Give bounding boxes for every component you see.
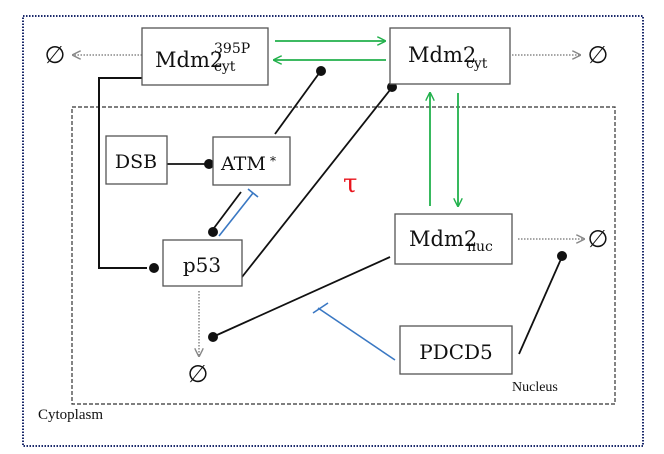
edge-pdcd5-to-mdm2nuc-degradation-head <box>557 251 567 261</box>
degradation-symbol-mdm2nuc: ∅ <box>588 225 609 253</box>
edge-atm-to-phosphorylation-head <box>316 66 326 76</box>
node-atm[interactable]: ATM * <box>212 136 291 186</box>
node-dsb-label: DSB <box>115 151 157 173</box>
node-pdcd5-box <box>399 325 513 375</box>
node-mdm2-nuc-box <box>394 213 513 265</box>
node-dsb[interactable]: DSB <box>105 135 168 185</box>
node-p53[interactable]: p53 <box>162 239 243 287</box>
nucleus-border <box>71 106 616 405</box>
edge-pdcd5-inhibits-p53-degradation-bar <box>312 302 329 314</box>
edge-atm-to-p53-head <box>208 227 218 237</box>
edge-p53-inhibits-atm-bar <box>247 188 259 198</box>
edge-mdm2cytp-to-p53-head <box>149 263 159 273</box>
node-mdm2-cyt-395p-sub: cyt <box>214 59 236 75</box>
edge-atm-to-p53 <box>213 191 242 229</box>
edge-mdm2cytp-to-p53 <box>98 77 147 269</box>
node-pdcd5[interactable]: PDCD5 <box>399 325 513 375</box>
node-mdm2-cyt-395p[interactable]: Mdm2 395P cyt <box>141 27 269 86</box>
node-mdm2-cyt-395p-sup: 395P <box>214 41 250 57</box>
node-mdm2-cyt-box <box>389 27 511 85</box>
node-atm-box <box>212 136 291 186</box>
node-atm-label: ATM <box>220 153 266 175</box>
node-mdm2-nuc[interactable]: Mdm2 nuc <box>394 213 513 265</box>
node-mdm2-cyt[interactable]: Mdm2 cyt <box>389 27 511 85</box>
edge-dsb-to-atm-head <box>204 159 214 169</box>
degradation-symbol-mdm2cyt: ∅ <box>588 41 609 69</box>
edge-p53-inhibits-atm <box>218 192 254 237</box>
inhibition-edges <box>218 188 396 361</box>
cytoplasm-compartment: Cytoplasm <box>22 15 644 447</box>
node-dsb-box <box>105 135 168 185</box>
degradation-symbols: ∅ ∅ ∅ ∅ <box>45 41 609 388</box>
delay-tau-label: τ <box>343 169 357 199</box>
node-mdm2-nuc-sub: nuc <box>467 239 493 255</box>
cytoplasm-border <box>22 15 644 447</box>
edge-p53-to-mdm2cyt <box>241 89 391 278</box>
node-mdm2-cyt-label: Mdm2 <box>408 43 476 67</box>
cytoplasm-label: Cytoplasm <box>38 407 103 423</box>
edge-mdm2nuc-to-p53-degradation-head <box>208 332 218 342</box>
edge-mdm2nuc-to-p53-degradation <box>216 256 391 336</box>
node-p53-label: p53 <box>183 253 221 277</box>
node-atm-sup: * <box>270 154 276 168</box>
degradation-edges <box>73 55 584 356</box>
edge-atm-to-phosphorylation <box>274 71 321 135</box>
edge-pdcd5-to-mdm2nuc-degradation <box>518 258 562 355</box>
degradation-symbol-mdm2cytp: ∅ <box>45 41 66 69</box>
edge-pdcd5-inhibits-p53-degradation <box>317 307 396 361</box>
nucleus-compartment: Nucleus <box>71 106 616 405</box>
transport-edges <box>274 41 458 206</box>
node-mdm2-cyt-395p-label: Mdm2 <box>155 48 223 72</box>
node-mdm2-nuc-label: Mdm2 <box>409 227 477 251</box>
degradation-symbol-p53: ∅ <box>188 360 209 388</box>
node-mdm2-cyt-sub: cyt <box>466 56 488 72</box>
interaction-edges <box>98 66 567 355</box>
nucleus-label: Nucleus <box>512 380 558 395</box>
node-mdm2-cyt-395p-box <box>141 27 269 86</box>
node-p53-box <box>162 239 243 287</box>
node-pdcd5-label: PDCD5 <box>419 340 493 364</box>
